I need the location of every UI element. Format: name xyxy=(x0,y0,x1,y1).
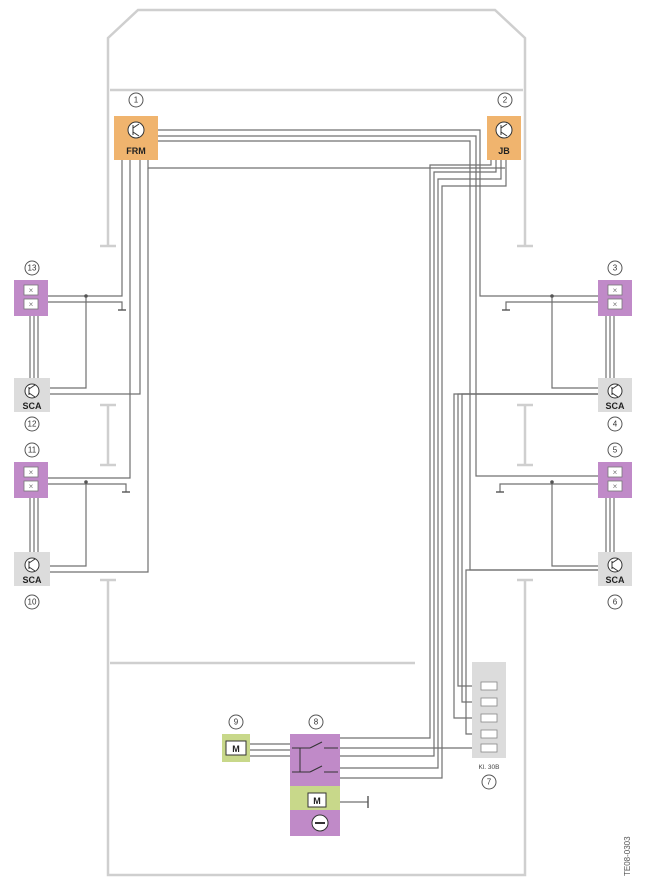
window-switch-11: 11 × × xyxy=(14,442,48,498)
fuse-icon xyxy=(480,681,498,753)
sca6-label: SCA xyxy=(605,575,625,585)
frm-number: 1 xyxy=(134,96,139,105)
jb-label: JB xyxy=(498,146,510,156)
motor9-motor-label: M xyxy=(232,744,240,754)
switch3-number: 3 xyxy=(613,264,618,273)
frm-label: FRM xyxy=(126,146,146,156)
fuse-label: Kl. 30B xyxy=(479,764,500,771)
fuse-number: 7 xyxy=(487,778,492,787)
module8-number: 8 xyxy=(314,718,319,727)
sca4-label: SCA xyxy=(605,401,625,411)
switch-contact-icon: × xyxy=(613,482,618,491)
switch-contact-icon: × xyxy=(29,286,34,295)
transistor-icon xyxy=(24,557,40,573)
ground-symbols xyxy=(118,309,510,808)
module8-motor-label: M xyxy=(313,796,321,806)
sca6-number: 6 xyxy=(613,598,618,607)
figure-code: TE08-0303 xyxy=(623,836,632,876)
sca12-label: SCA xyxy=(22,401,42,411)
relay-icon xyxy=(292,741,338,773)
transistor-icon xyxy=(127,121,145,139)
switch-contact-icon: × xyxy=(613,300,618,309)
sca10-label: SCA xyxy=(22,575,42,585)
fuse-box-7: Kl. 30B 7 xyxy=(472,662,506,790)
switch-contact-icon: × xyxy=(613,286,618,295)
switch-contact-icon: × xyxy=(613,468,618,477)
transistor-icon xyxy=(24,383,40,399)
switch13-number: 13 xyxy=(28,264,37,273)
switch-contact-icon: × xyxy=(29,300,34,309)
switch5-number: 5 xyxy=(613,446,618,455)
transistor-icon xyxy=(607,383,623,399)
sca-4: SCA 4 xyxy=(598,378,632,432)
window-switch-5: 5 × × xyxy=(598,442,632,498)
motor-icon: M xyxy=(225,740,247,756)
switch-contact-icon: × xyxy=(29,468,34,477)
sca10-number: 10 xyxy=(28,598,37,607)
transistor-icon xyxy=(607,557,623,573)
junction-dots xyxy=(84,294,554,484)
transistor-icon xyxy=(495,121,513,139)
sca-12: SCA 12 xyxy=(14,378,50,432)
module-8: 8 M xyxy=(290,714,340,836)
window-switch-3: 3 × × xyxy=(598,260,632,316)
vehicle-outline xyxy=(100,8,533,877)
sca4-number: 4 xyxy=(613,420,618,429)
minus-icon xyxy=(311,814,329,832)
motor-icon: M xyxy=(307,792,327,808)
switch11-number: 11 xyxy=(28,446,37,455)
wires xyxy=(29,129,615,803)
window-switch-13: 13 × × xyxy=(14,260,48,316)
sca-6: SCA 6 xyxy=(598,552,632,610)
jb-module: 2 JB xyxy=(487,92,521,160)
motor9-number: 9 xyxy=(234,718,239,727)
switch-contact-icon: × xyxy=(29,482,34,491)
frm-module: 1 FRM xyxy=(114,92,158,160)
motor-9: 9 M xyxy=(222,714,250,762)
sca-10: SCA 10 xyxy=(14,552,50,610)
jb-number: 2 xyxy=(503,96,508,105)
sca12-number: 12 xyxy=(28,420,37,429)
